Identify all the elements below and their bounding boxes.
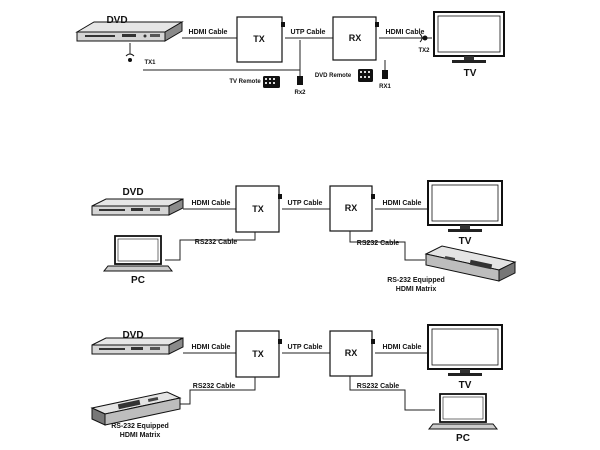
laptop-icon: [102, 235, 174, 272]
hdmi-cable-label-right: HDMI Cable: [383, 200, 422, 207]
rx-box: [332, 16, 377, 61]
tx-label: TX: [252, 349, 264, 359]
matrix-label-line1: RS-232 Equipped: [387, 277, 445, 284]
pc-label: PC: [131, 275, 145, 286]
dvd-player-icon: [91, 337, 184, 355]
tv-icon: [427, 324, 503, 376]
tx-box: [236, 16, 283, 63]
dvd-label: DVD: [106, 15, 127, 26]
rx-label: RX: [349, 33, 362, 43]
tx1-label: TX1: [144, 60, 156, 66]
dvd-label: DVD: [122, 187, 143, 198]
matrix-label-line2: HDMI Matrix: [396, 286, 437, 293]
pc-label: PC: [456, 433, 470, 444]
utp-cable-label: UTP Cable: [288, 344, 323, 351]
utp-cable-label: UTP Cable: [288, 200, 323, 207]
rx-label: RX: [345, 348, 358, 358]
rs232-wire-right: [349, 231, 425, 261]
ir-eye-icon: [419, 33, 428, 43]
rx-box: [329, 330, 373, 377]
tv-icon: [433, 11, 505, 63]
remote-control-icon: [263, 76, 280, 88]
tv-label: TV: [459, 380, 472, 391]
diagram-2: DVD HDMI Cable TX UTP Cable RX HDMI Cabl…: [91, 180, 517, 293]
hdmi-cable-label-left: HDMI Cable: [189, 29, 228, 36]
hdmi-cable-label-left: HDMI Cable: [192, 344, 231, 351]
tv-label: TV: [459, 236, 472, 247]
rs232-cable-label-right: RS232 Cable: [357, 240, 400, 247]
dvd-label: DVD: [122, 330, 143, 341]
tx2-label: TX2: [418, 48, 430, 54]
rs232-wire-left: [178, 377, 256, 405]
tv-icon: [427, 180, 503, 232]
rs232-cable-label-left: RS232 Cable: [195, 239, 238, 246]
rs232-wire-left: [165, 232, 256, 261]
ir-eye-icon: [125, 53, 135, 62]
dvd-player-icon: [91, 198, 184, 216]
tx-label: TX: [252, 204, 264, 214]
rx1-label: RX1: [379, 84, 391, 90]
utp-cable-label: UTP Cable: [291, 29, 326, 36]
hdmi-matrix-icon: [90, 391, 182, 426]
matrix-label-line1: RS-232 Equipped: [111, 423, 169, 430]
diagram-1: DVD HDMI Cable TX UTP Cable RX HDMI Cabl…: [75, 11, 505, 96]
tv-remote-label: TV Remote: [229, 79, 261, 85]
diagram-3: DVD HDMI Cable TX UTP Cable RX HDMI Cabl…: [90, 324, 503, 444]
remote-control-icon: [358, 69, 373, 82]
dvd-player-icon: [75, 21, 184, 42]
rs232-wire-right: [349, 376, 435, 411]
matrix-label-line2: HDMI Matrix: [120, 432, 161, 439]
rs232-cable-label-left: RS232 Cable: [193, 383, 236, 390]
hdmi-cable-label-right: HDMI Cable: [386, 29, 425, 36]
rx-label: RX: [345, 203, 358, 213]
tx-box: [235, 185, 280, 233]
tv-label: TV: [464, 68, 477, 79]
hdmi-cable-label-left: HDMI Cable: [192, 200, 231, 207]
dvd-remote-label: DVD Remote: [315, 73, 352, 79]
rx2-label: Rx2: [294, 90, 306, 96]
rx-box: [329, 185, 373, 232]
tx-box: [235, 330, 280, 378]
laptop-icon: [427, 393, 499, 430]
ir-sensor-icon: [297, 62, 303, 85]
rs232-cable-label-right: RS232 Cable: [357, 383, 400, 390]
hdmi-matrix-icon: [424, 245, 517, 282]
hdmi-cable-label-right: HDMI Cable: [383, 344, 422, 351]
ir-sensor-icon: [382, 60, 388, 79]
tx-label: TX: [253, 34, 265, 44]
